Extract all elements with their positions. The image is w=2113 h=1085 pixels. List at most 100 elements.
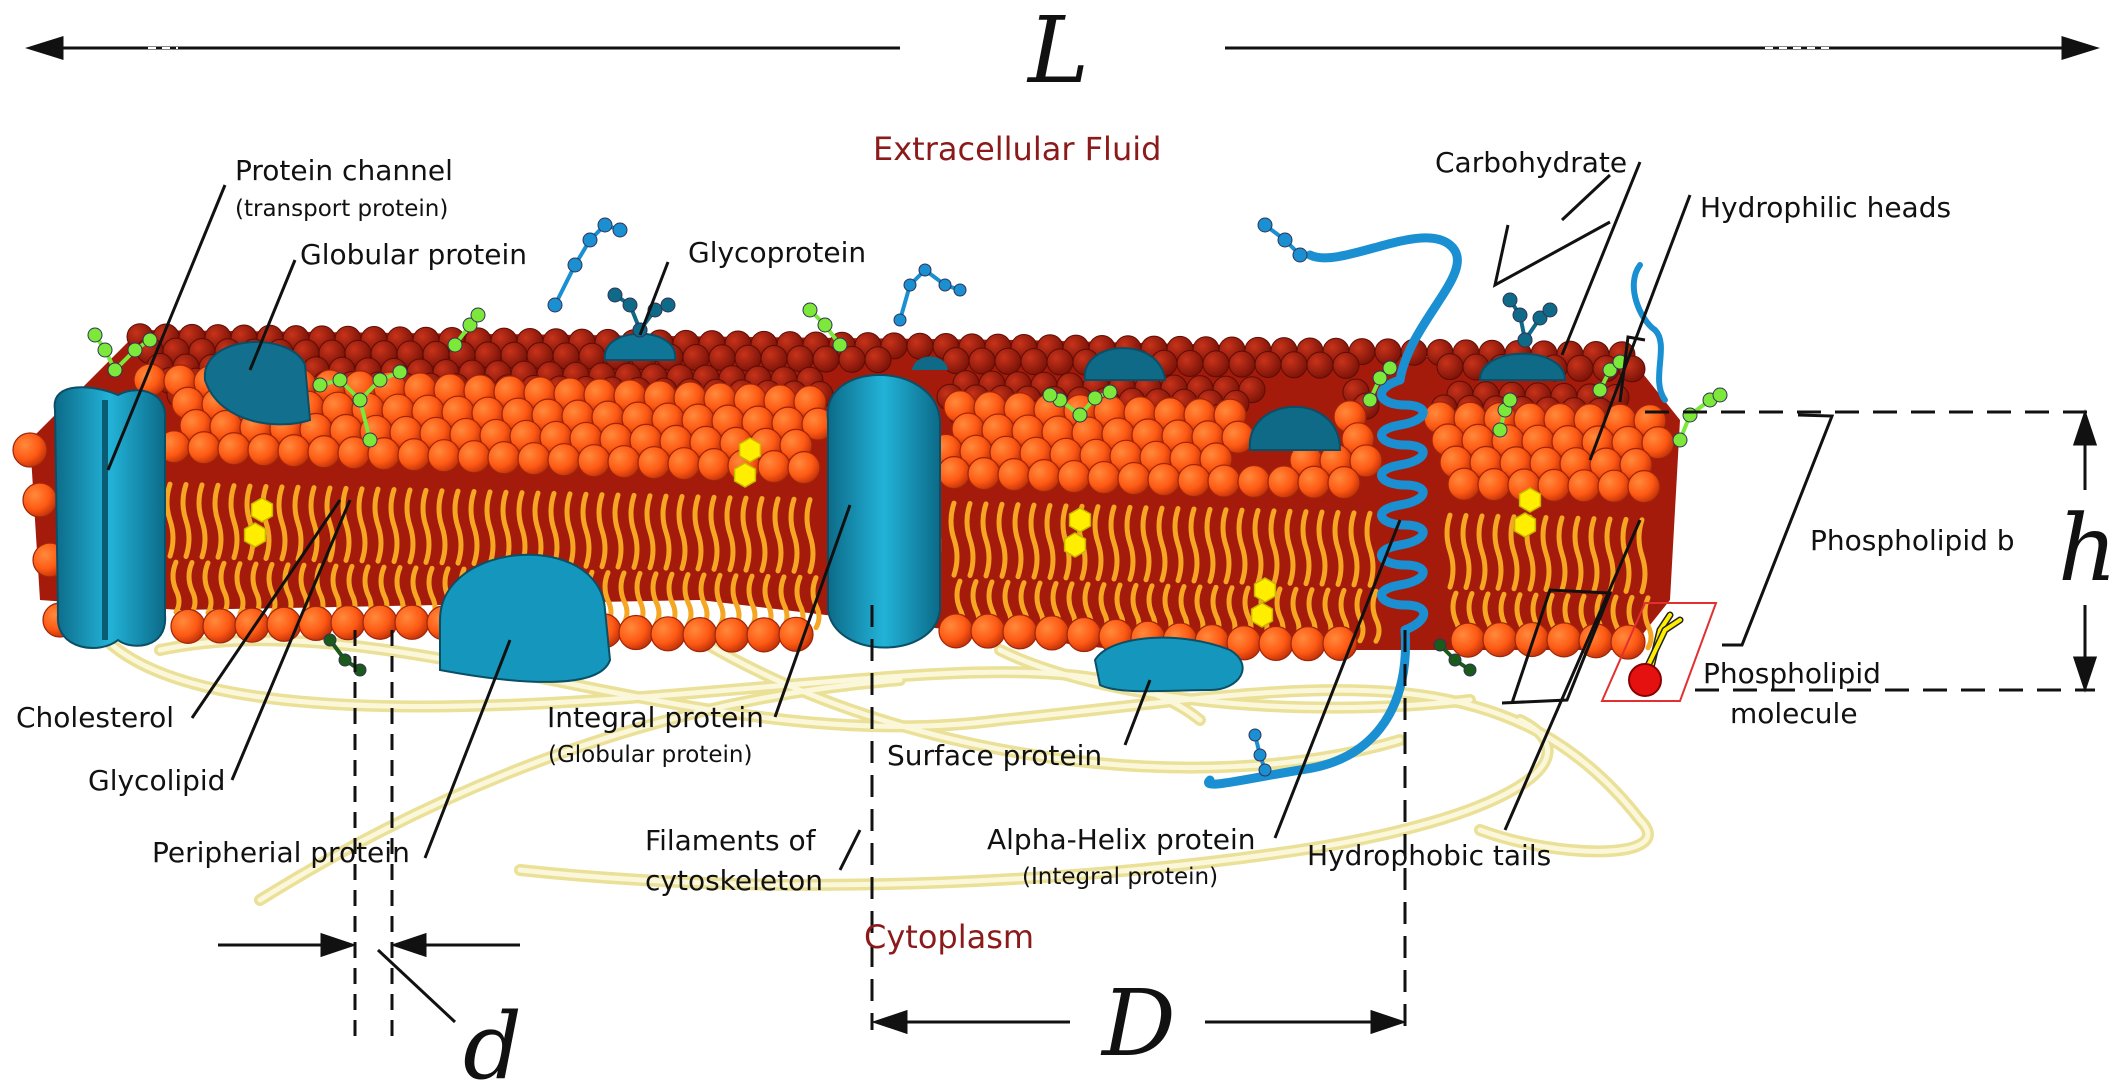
back-head (1333, 352, 1359, 378)
front-head (1238, 465, 1270, 497)
front-head (188, 432, 220, 464)
cholesterol-ring (252, 498, 273, 522)
bottom-head (939, 614, 973, 648)
back-head (1177, 351, 1203, 377)
cholesterol-ring (245, 523, 266, 547)
bottom-head (715, 618, 749, 652)
protein-channel-shape (55, 387, 166, 648)
carbohydrate-unit (919, 264, 931, 276)
bottom-head (747, 618, 781, 652)
front-head (1268, 466, 1300, 498)
carbohydrate-unit (1503, 393, 1517, 407)
carbohydrate-unit (598, 218, 612, 232)
bottom-head (1291, 627, 1325, 661)
front-head (1058, 461, 1090, 493)
back-head (1281, 352, 1307, 378)
carbohydrate-unit (613, 223, 627, 237)
distance-d-symbol: d (463, 993, 522, 1085)
back-head (1307, 352, 1333, 378)
carbohydrate-unit (1254, 749, 1266, 761)
carbohydrate-unit (1103, 385, 1117, 399)
hydrophobic-tails-label: Hydrophobic tails (1307, 839, 1551, 872)
carbohydrate-unit (448, 338, 462, 352)
carbohydrate-unit (88, 328, 102, 342)
front-head (428, 440, 460, 472)
cholesterol-ring (1515, 513, 1536, 537)
peripherial-protein-label: Peripherial protein (152, 836, 410, 869)
carbohydrate-unit (833, 338, 847, 352)
integral-protein-label: Integral protein (547, 701, 764, 734)
carbohydrate-unit (363, 433, 377, 447)
carbohydrate-unit (1278, 233, 1292, 247)
carbohydrate-unit (1293, 248, 1307, 262)
carbohydrate-unit (1449, 654, 1461, 666)
cholesterol-ring (1520, 488, 1541, 512)
carbohydrate-unit (1073, 408, 1087, 422)
front-head (758, 451, 790, 483)
front-head (1448, 468, 1480, 500)
bottom-head (971, 614, 1005, 648)
carbohydrate-unit (143, 333, 157, 347)
carbohydrate-unit (1673, 433, 1687, 447)
back-head (1047, 349, 1073, 375)
bottom-head (331, 606, 365, 640)
peripherial-protein-shape (440, 555, 610, 682)
integral-protein-shape (828, 375, 940, 648)
alpha-helix-protein-sublabel: (Integral protein) (1022, 864, 1218, 890)
front-head (1298, 466, 1330, 498)
filaments-label-2: cytoskeleton (645, 864, 823, 897)
carbohydrate-unit (803, 303, 817, 317)
alpha-helix-protein-label: Alpha-Helix protein (987, 823, 1256, 856)
phospholipid-molecule-label-1: Phospholipid (1703, 657, 1881, 690)
carbohydrate-unit (1043, 388, 1057, 402)
front-head (788, 452, 820, 484)
cholesterol-ring (735, 463, 756, 487)
bottom-head (203, 609, 237, 643)
carbohydrate-unit (1259, 764, 1271, 776)
carbohydrate-unit (324, 634, 336, 646)
front-head (938, 457, 970, 489)
protein-channel-label: Protein channel (235, 154, 453, 187)
carbohydrate-unit (548, 298, 562, 312)
front-head (1148, 464, 1180, 496)
globular-protein-label: Globular protein (300, 238, 527, 271)
front-head (308, 436, 340, 468)
carbohydrate-unit (1383, 361, 1397, 375)
glycolipid-label: Glycolipid (88, 764, 225, 797)
bottom-head (395, 605, 429, 639)
carbohydrate-unit (128, 343, 142, 357)
height-h-symbol: h (2058, 495, 2113, 602)
bottom-head (1259, 626, 1293, 660)
length-L-symbol: L (1026, 0, 1089, 104)
carbohydrate-unit (1363, 393, 1377, 407)
surface-protein-label: Surface protein (887, 739, 1102, 772)
carbohydrate-link (900, 270, 960, 320)
front-head (968, 458, 1000, 490)
front-head (578, 445, 610, 477)
front-head (698, 449, 730, 481)
front-head (518, 443, 550, 475)
carbohydrate-unit (1503, 293, 1517, 307)
carbohydrate-unit (1683, 408, 1697, 422)
extracellular-fluid-label: Extracellular Fluid (873, 130, 1161, 168)
carbohydrate-unit (1258, 218, 1272, 232)
cholesterol-ring (740, 438, 761, 462)
protein-channel-sublabel: (transport protein) (235, 196, 448, 222)
carbohydrate-label: Carbohydrate (1435, 146, 1627, 179)
carbohydrate-unit (1493, 423, 1507, 437)
carbohydrate-unit (1464, 664, 1476, 676)
carbohydrate-unit (339, 654, 351, 666)
front-head (1568, 470, 1600, 502)
carbohydrate-unit (1249, 729, 1261, 741)
front-head (1208, 465, 1240, 497)
bottom-head (1035, 616, 1069, 650)
bottom-head (267, 607, 301, 641)
cytoplasm-label: Cytoplasm (864, 918, 1034, 956)
cholesterol-ring (1070, 508, 1091, 532)
carbohydrate-unit (568, 258, 582, 272)
integral-protein-sublabel: (Globular protein) (548, 742, 752, 768)
filaments-label-1: Filaments of (645, 824, 817, 857)
bottom-head (683, 618, 717, 652)
